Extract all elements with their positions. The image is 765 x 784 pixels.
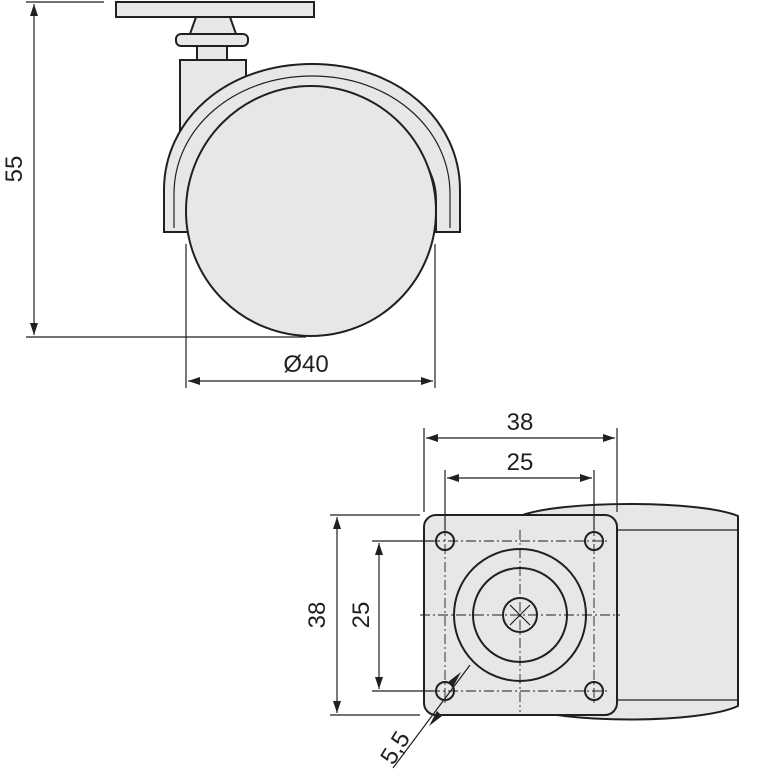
side-view: 55 Ø40 bbox=[1, 1, 461, 388]
mounting-hole-top-left bbox=[435, 531, 455, 551]
swivel-ring-outer bbox=[453, 548, 587, 682]
swivel-washer bbox=[175, 33, 249, 47]
leader-arrow-outer bbox=[429, 711, 442, 726]
mounting-hole-top-right bbox=[584, 531, 604, 551]
dim-label-diameter: Ø40 bbox=[283, 351, 328, 378]
leader-arrow-inner bbox=[448, 672, 461, 687]
mounting-hole-bottom-right bbox=[584, 681, 604, 701]
rivet-cross-b bbox=[509, 604, 531, 626]
dim-label-hole-spacing-h: 25 bbox=[507, 449, 534, 476]
hood-inner-line bbox=[173, 75, 451, 228]
dim-label-height: 55 bbox=[1, 156, 28, 183]
leader-hole-diameter bbox=[392, 664, 471, 769]
swivel-ring-inner bbox=[472, 567, 568, 663]
dim-label-hole-spacing-v: 25 bbox=[348, 602, 375, 629]
mounting-hole-bottom-left bbox=[435, 681, 455, 701]
wheel bbox=[185, 85, 437, 337]
rivet-head bbox=[502, 597, 538, 633]
swivel-neck bbox=[188, 16, 238, 35]
dim-label-plate-height: 38 bbox=[304, 602, 331, 629]
mounting-plate-side bbox=[115, 1, 315, 18]
dim-label-hole-diameter: 5,5 bbox=[375, 727, 416, 770]
dim-label-plate-width: 38 bbox=[507, 409, 534, 436]
top-view: 38 25 38 25 5,5 bbox=[304, 409, 739, 770]
